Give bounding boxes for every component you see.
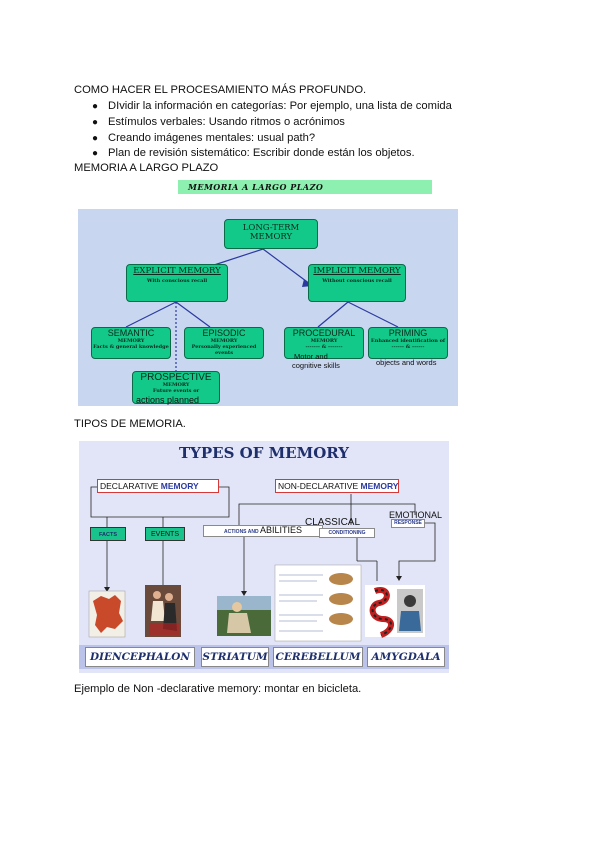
procedural-sub2: ------- & -------: [305, 344, 343, 350]
episodic-sub2: Personally experienced events: [191, 344, 257, 356]
actions-abilities-box: ACTIONS AND ABILITIES: [203, 525, 323, 537]
types-of-memory-diagram: TYPES OF MEMORY: [79, 441, 449, 673]
fig1-banner-text: MEMORIA A LARGO PLAZO: [188, 182, 324, 192]
declarative-memory-word: MEMORY: [160, 481, 199, 491]
semantic-label: SEMANTIC: [107, 328, 155, 338]
example-text: Ejemplo de Non -declarative memory: mont…: [74, 683, 362, 695]
procedural-ext2: cognitive skills: [292, 361, 340, 370]
region-amygdala: AMYGDALA: [367, 647, 445, 667]
facts-label: FACTS: [98, 532, 118, 538]
episodic-box: EPISODIC MEMORY Personally experienced e…: [184, 327, 264, 359]
nondeclarative-memory-word: MEMORY: [360, 481, 399, 491]
bullet-item: Creando imágenes mentales: usual path?: [108, 132, 316, 144]
priming-sub2: ------ & ------: [391, 344, 425, 350]
bullet-item: Estímulos verbales: Usando ritmos o acró…: [108, 116, 345, 128]
episodic-label: EPISODIC: [202, 328, 246, 338]
region-diencephalon: DIENCEPHALON: [85, 647, 195, 667]
implicit-label: IMPLICIT MEMORY: [313, 266, 401, 276]
priming-sub1: Enhanced identification of: [370, 338, 446, 344]
semantic-box: SEMANTIC MEMORY Facts & general knowledg…: [91, 327, 171, 359]
fig2-connectors: [88, 486, 436, 642]
abilities-label: ABILITIES: [259, 525, 302, 535]
fig2-title: TYPES OF MEMORY: [179, 444, 349, 462]
classical-label: CLASSICAL: [305, 517, 361, 528]
bullet-marker: ●: [92, 148, 99, 159]
prospective-label: PROSPECTIVE: [140, 372, 212, 383]
snake-image: [365, 585, 425, 638]
section-ltm: MEMORIA A LARGO PLAZO: [74, 162, 219, 174]
declarative-word: DECLARATIVE: [100, 481, 161, 491]
explicit-sub: With conscious recall: [146, 278, 208, 284]
explicit-label: EXPLICIT MEMORY: [133, 266, 221, 276]
nondeclarative-word: NON-DECLARATIVE: [278, 481, 361, 491]
emotional-label: EMOTIONAL: [389, 510, 443, 520]
prospective-ext: actions planned: [136, 395, 200, 405]
procedural-ext1: Motor and: [294, 352, 328, 361]
bullet-marker: ●: [92, 133, 99, 144]
facts-box: FACTS: [90, 527, 126, 541]
semantic-sub1: MEMORY: [117, 338, 145, 344]
implicit-sub: Without conscious recall: [322, 278, 392, 284]
bullet-marker: ●: [92, 117, 99, 128]
conditioning-chart-image: [274, 564, 362, 642]
nondeclarative-memory-box: NON-DECLARATIVE MEMORY: [275, 479, 399, 493]
declarative-memory-box: DECLARATIVE MEMORY: [97, 479, 219, 493]
region-striatum: STRIATUM: [201, 647, 269, 667]
priming-box: PRIMING Enhanced identification of -----…: [368, 327, 448, 359]
ltm-label: LONG-TERM MEMORY: [242, 223, 300, 242]
episodic-sub1: MEMORY: [210, 338, 238, 344]
prospective-box: PROSPECTIVE MEMORY Future events or: [132, 371, 220, 404]
events-label: EVENTS: [150, 531, 179, 538]
golfer-image: [217, 596, 271, 636]
europe-map-image: [88, 590, 126, 638]
implicit-box: IMPLICIT MEMORY Without conscious recall: [308, 264, 406, 302]
procedural-sub1: MEMORY: [310, 338, 338, 344]
fig1-banner: MEMORIA A LARGO PLAZO: [178, 180, 432, 194]
dancers-image: [145, 585, 181, 637]
events-box: EVENTS: [145, 527, 185, 541]
response-box: RESPONSE: [391, 519, 425, 528]
conditioning-label: CONDITIONING: [328, 530, 366, 536]
bullet-item: DIvidir la información en categorías: Po…: [108, 100, 452, 112]
bullet-item: Plan de revisión sistemático: Escribir d…: [108, 147, 415, 159]
region-cerebellum: CEREBELLUM: [273, 647, 363, 667]
procedural-label: PROCEDURAL: [292, 328, 356, 338]
long-term-memory-diagram: LONG-TERM MEMORY EXPLICIT MEMORY With co…: [78, 209, 458, 406]
bullet-marker: ●: [92, 101, 99, 112]
conditioning-box: CONDITIONING: [319, 528, 375, 538]
semantic-sub2: Facts & general knowledge: [93, 344, 169, 350]
response-label: RESPONSE: [394, 520, 422, 526]
prospective-sub1: MEMORY: [162, 382, 190, 388]
procedural-box: PROCEDURAL MEMORY ------- & -------: [284, 327, 364, 359]
heading: COMO HACER EL PROCESAMIENTO MÁS PROFUNDO…: [74, 84, 367, 96]
explicit-box: EXPLICIT MEMORY With conscious recall: [126, 264, 228, 302]
section-types: TIPOS DE MEMORIA.: [74, 418, 186, 430]
priming-ext: objects and words: [376, 358, 437, 367]
ltm-box: LONG-TERM MEMORY: [224, 219, 318, 249]
actions-label: ACTIONS AND: [224, 529, 260, 535]
priming-label: PRIMING: [388, 328, 428, 338]
prospective-sub2: Future events or: [152, 388, 200, 394]
